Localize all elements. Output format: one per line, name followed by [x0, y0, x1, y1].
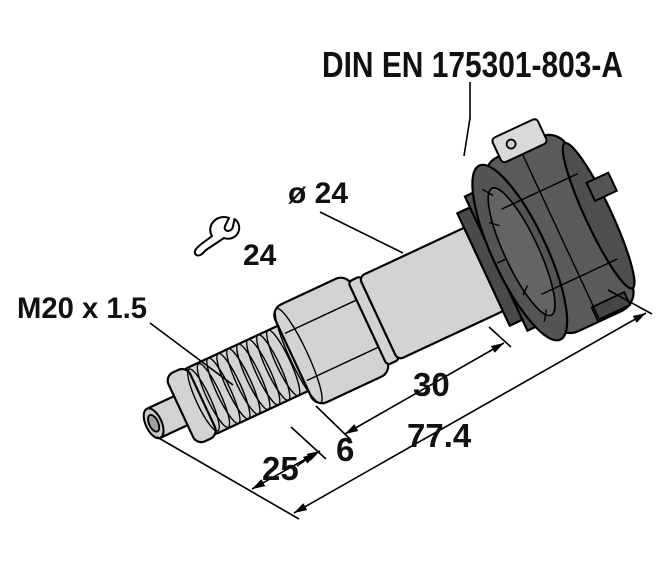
ext-connector-end — [607, 289, 653, 315]
wrench-size-label: 24 — [243, 239, 277, 272]
spade-terminal — [491, 118, 548, 164]
leader-lines — [149, 82, 471, 386]
side-tab — [585, 171, 619, 203]
dim-arrow-6 — [296, 452, 317, 467]
dim-30-label: 30 — [413, 366, 450, 403]
port-end-disc — [166, 367, 217, 444]
wrench-icon — [193, 216, 241, 257]
port-end-face — [142, 407, 165, 440]
leader-diameter — [319, 211, 404, 254]
dim-6-label: 6 — [336, 431, 354, 468]
ext-port-tip — [156, 436, 300, 520]
din-standard-label: DIN EN 175301-803-A — [322, 44, 623, 85]
diameter-label: ø 24 — [288, 177, 348, 210]
terminal-hole — [505, 138, 517, 150]
dim-line-77 — [293, 312, 647, 514]
thread-label: M20 x 1.5 — [17, 292, 147, 325]
sensor-device — [142, 118, 636, 444]
connector-endcap — [561, 141, 636, 290]
dimension-lines — [156, 289, 653, 520]
thread-ridges — [187, 329, 301, 432]
leader-thread — [149, 322, 234, 386]
ext-body-end — [488, 326, 512, 348]
dim-77-label: 77.4 — [407, 417, 472, 454]
leader-din — [463, 82, 471, 157]
dim-25-label: 25 — [262, 450, 299, 487]
